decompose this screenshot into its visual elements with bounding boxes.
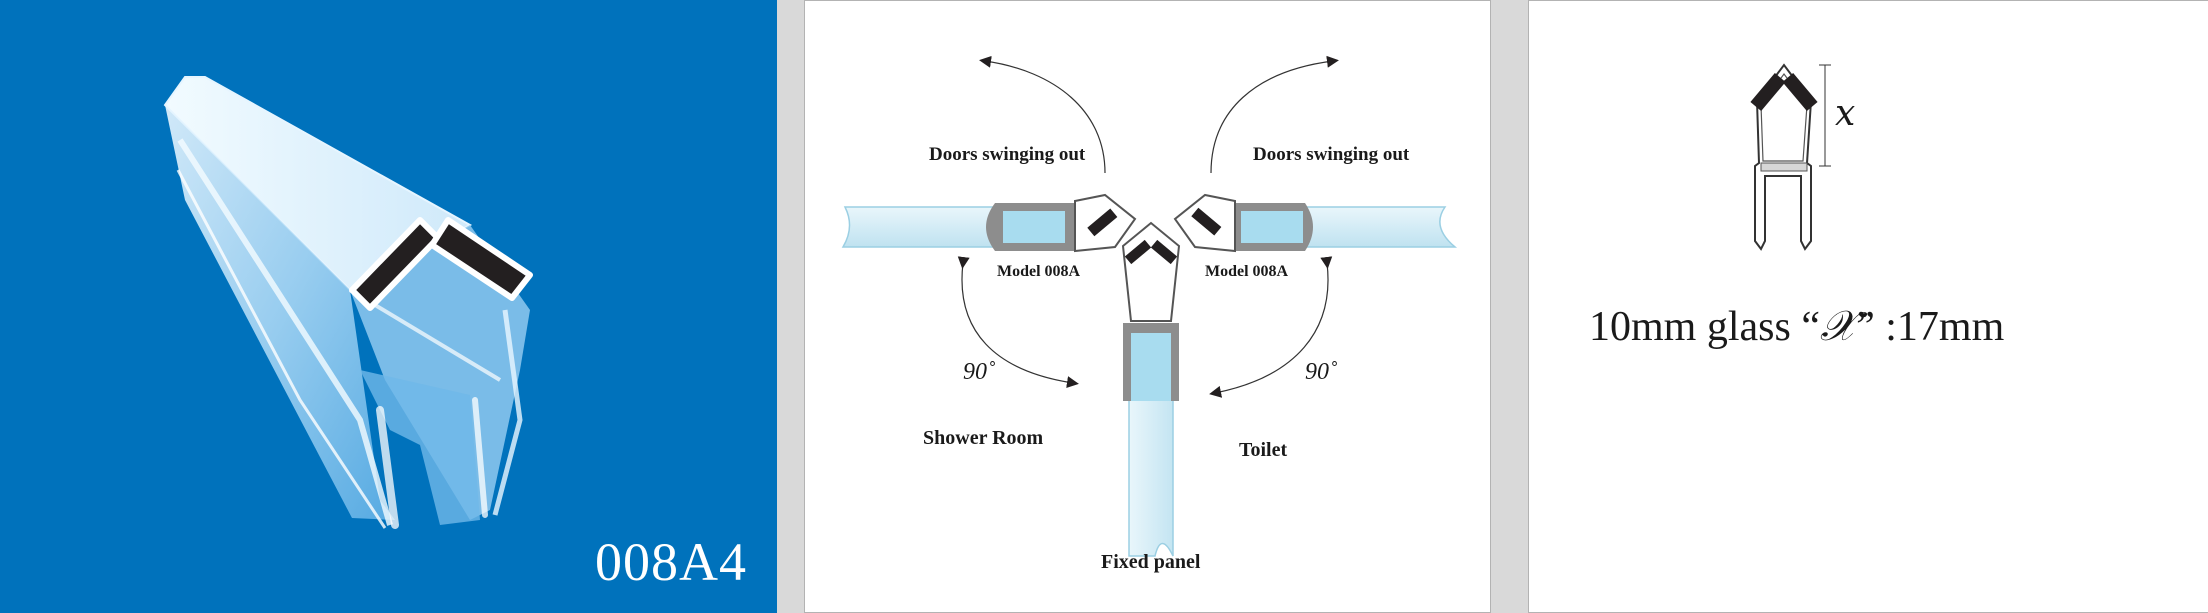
right-angle-arrow xyxy=(1209,256,1333,398)
model-left-label: Model 008A xyxy=(997,263,1081,280)
right-seal-profile xyxy=(1173,193,1313,253)
model-right-label: Model 008A xyxy=(1205,263,1289,280)
left-angle-arrow xyxy=(957,256,1079,389)
spec-prefix: 10mm glass “ xyxy=(1589,304,1820,350)
spec-symbol: 𝒳 xyxy=(1819,301,1857,350)
installation-diagram xyxy=(841,55,1458,557)
model-code-label: 008A4 xyxy=(595,532,747,592)
profile-spec-panel: x 10mm glass “𝒳” :17mm xyxy=(1528,0,2208,613)
installation-diagram-panel: Doors swinging out Doors swinging out Mo… xyxy=(804,0,1491,613)
angle-right-label: 90˚ xyxy=(1305,359,1337,385)
profile-cross-section xyxy=(1750,63,1831,251)
left-door-swing-arrow xyxy=(979,55,1106,174)
profile-magnet-right xyxy=(1782,72,1818,112)
spec-suffix: ” :17mm xyxy=(1856,304,2005,350)
center-seal-profile xyxy=(1121,221,1181,401)
left-glass-door xyxy=(841,206,1016,248)
seal-strip-render xyxy=(163,76,533,529)
angle-left-label: 90˚ xyxy=(963,359,995,385)
glass-spec-text: 10mm glass “𝒳” :17mm xyxy=(1589,301,2004,351)
dimension-marker xyxy=(1819,64,1831,167)
dimension-symbol: x xyxy=(1835,93,1856,134)
magnet-right xyxy=(429,217,533,301)
room-left-label: Shower Room xyxy=(923,427,1044,449)
door-left-label: Doors swinging out xyxy=(929,144,1086,165)
right-door-swing-arrow xyxy=(1210,55,1339,174)
door-right-label: Doors swinging out xyxy=(1253,144,1410,165)
room-right-label: Toilet xyxy=(1239,439,1288,461)
product-photo-panel: 008A4 xyxy=(0,0,777,613)
fixed-panel-label: Fixed panel xyxy=(1101,551,1201,573)
profile-magnet-left xyxy=(1750,72,1786,112)
left-seal-profile xyxy=(986,193,1137,253)
